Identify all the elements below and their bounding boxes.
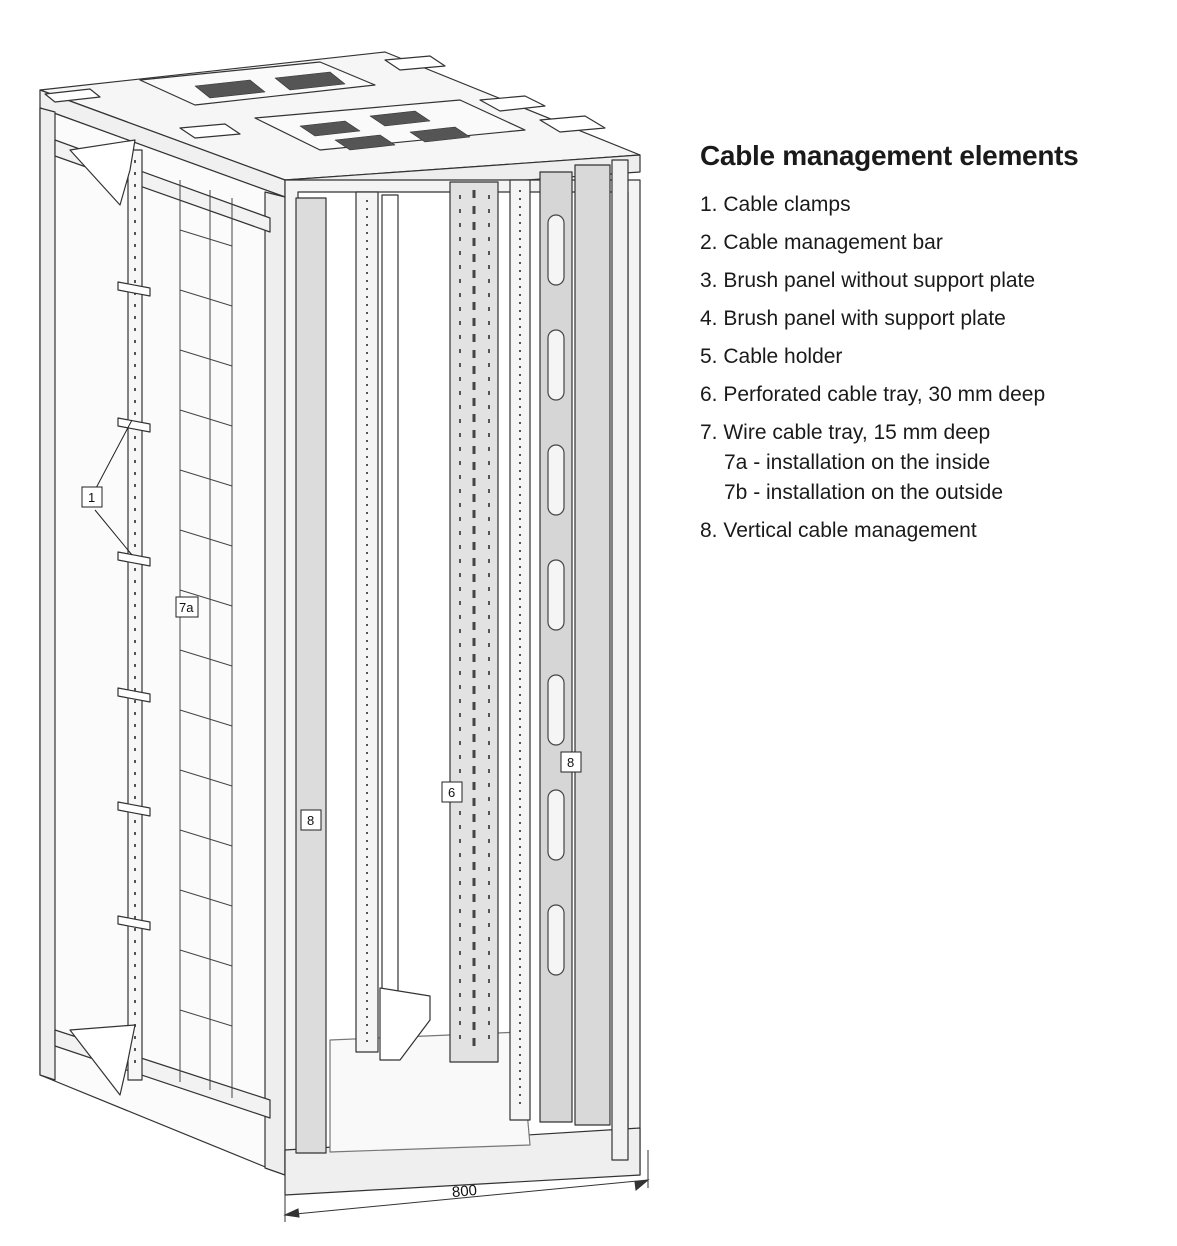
legend-item-6: 6. Perforated cable tray, 30 mm deep bbox=[700, 383, 1046, 406]
legend-item-2: 2. Cable management bar bbox=[700, 231, 943, 254]
legend-item-4: 4. Brush panel with support plate bbox=[700, 307, 1006, 330]
callout-6: 6 bbox=[441, 781, 463, 803]
width-dimension bbox=[283, 1150, 650, 1222]
legend-item-3: 3. Brush panel without support plate bbox=[700, 269, 1036, 292]
vertical-cable-management-right bbox=[539, 171, 573, 1123]
callout-1: 1 bbox=[81, 486, 103, 508]
svg-text:6: 6 bbox=[448, 785, 455, 800]
legend-panel: Cable management elements 1. Cable clamp… bbox=[700, 140, 1160, 554]
vent-grid bbox=[409, 126, 471, 143]
legend-item-1: 1. Cable clamps bbox=[700, 193, 851, 216]
callout-8-left: 8 bbox=[300, 809, 322, 831]
legend-item-5: 5. Cable holder bbox=[700, 345, 843, 368]
rack-cabinet-drawing: 800 1 7a 8 6 8 bbox=[39, 51, 650, 1222]
left-mounting-rail bbox=[127, 149, 143, 1081]
svg-text:8: 8 bbox=[567, 755, 574, 770]
vent-grid bbox=[299, 120, 361, 137]
legend-subitem-7b: 7b - installation on the outside bbox=[724, 481, 1004, 504]
front-left-rack-rail bbox=[355, 191, 379, 1053]
cable-clamps bbox=[117, 281, 151, 931]
width-dimension-label: 800 bbox=[451, 1182, 477, 1201]
vertical-cable-management-left bbox=[295, 197, 327, 1154]
left-side-frame bbox=[39, 107, 286, 1176]
roof-vent-plate-rear bbox=[139, 61, 376, 106]
vent-grid bbox=[369, 110, 431, 127]
callout-7a: 7a bbox=[175, 596, 199, 618]
svg-text:7a: 7a bbox=[179, 600, 194, 615]
right-frame-panel bbox=[574, 164, 611, 1126]
legend-subitem-7a: 7a - installation on the inside bbox=[724, 451, 991, 474]
svg-text:8: 8 bbox=[307, 813, 314, 828]
callout-8-right: 8 bbox=[560, 751, 582, 773]
vent-grid bbox=[194, 79, 266, 99]
cable-management-slots bbox=[547, 214, 565, 976]
legend-list: 1. Cable clamps 2. Cable management bar … bbox=[700, 190, 1160, 546]
legend-item-7: 7. Wire cable tray, 15 mm deep 7a - inst… bbox=[700, 418, 1160, 508]
vent-grid bbox=[274, 71, 346, 91]
wire-cable-tray bbox=[179, 180, 233, 1098]
cable-holder bbox=[379, 987, 431, 1061]
legend-title: Cable management elements bbox=[700, 140, 1079, 171]
vent-grid bbox=[334, 134, 396, 151]
legend-item-8: 8. Vertical cable management bbox=[700, 519, 977, 542]
svg-text:1: 1 bbox=[88, 490, 95, 505]
